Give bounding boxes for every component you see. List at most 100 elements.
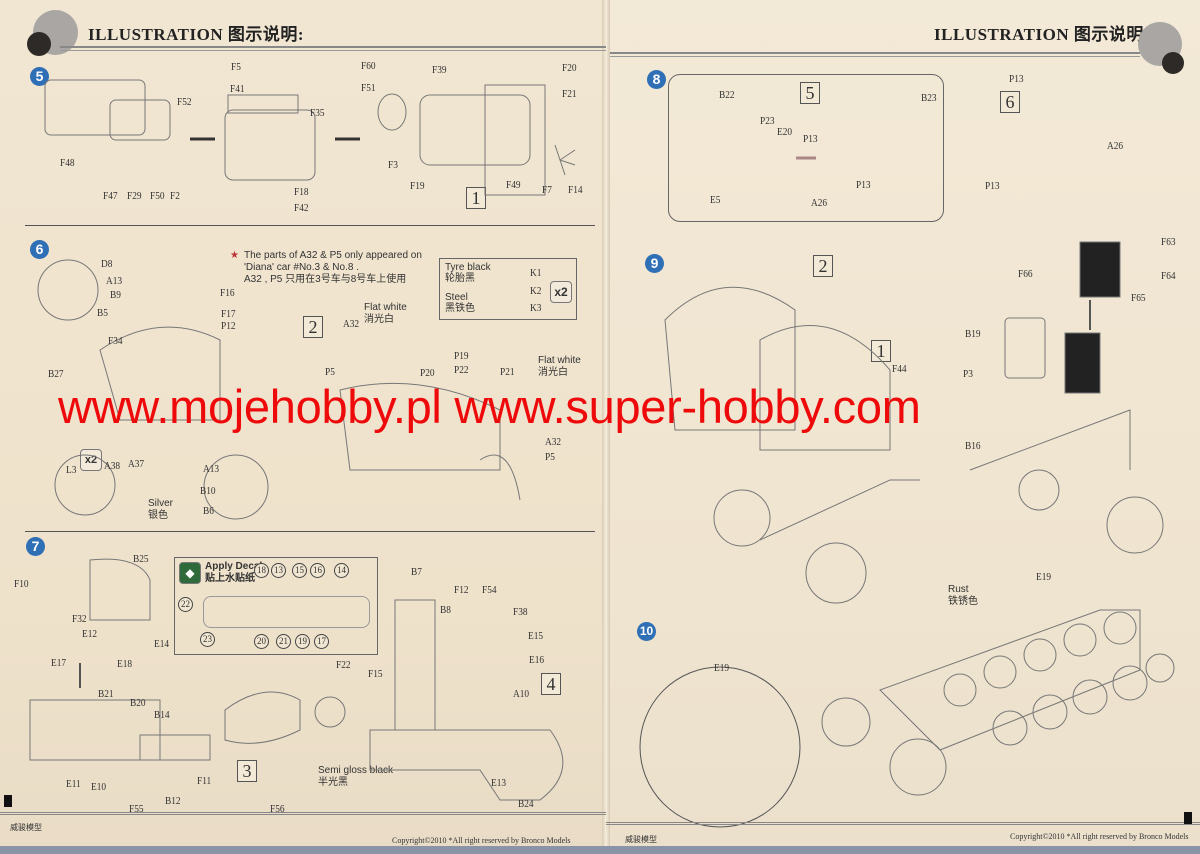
part-label: F54	[482, 584, 497, 596]
paint-tyre-black-cn: 轮胎黑	[445, 273, 475, 284]
note-line: A32 , P5 只用在3号车与8号车上使用	[244, 274, 407, 285]
paint-cn: 铁锈色	[948, 596, 978, 607]
part-label: K1	[530, 267, 542, 279]
paint-cn: 消光白	[538, 367, 568, 378]
paint-cn: 银色	[148, 510, 168, 521]
page-number-marker	[4, 795, 12, 807]
part-label: F38	[513, 606, 528, 618]
cab-drawing-step6	[37, 259, 521, 520]
paint-steel: Steel	[445, 292, 468, 303]
subassembly-5-frame	[668, 74, 944, 222]
part-label: P21	[500, 366, 515, 378]
part-label: F17	[221, 308, 236, 320]
subassembly-box-2-ref: 2	[813, 255, 833, 277]
decal-icon: ◆	[179, 562, 201, 584]
step-divider	[25, 531, 595, 532]
decal-number: 23	[200, 632, 215, 647]
part-label: P23	[760, 115, 775, 127]
part-label: F18	[294, 186, 309, 198]
part-label: F60	[361, 60, 376, 72]
paint-en: Silver	[148, 498, 174, 509]
step-arrows	[79, 156, 1091, 688]
subassembly-box-1: 1	[466, 187, 486, 209]
subassembly-box-4: 4	[541, 673, 561, 695]
step-divider	[25, 225, 595, 226]
part-label: B8	[440, 604, 451, 616]
cab-drawing-step7	[29, 558, 564, 801]
part-label: P13	[985, 180, 1000, 192]
decal-number: 19	[295, 634, 310, 649]
part-label: B12	[165, 795, 181, 807]
part-label: F50	[150, 190, 165, 202]
part-label: A32	[545, 436, 562, 448]
decal-number: 17	[314, 634, 329, 649]
part-label: E16	[529, 654, 545, 666]
table-surface	[0, 846, 1200, 854]
part-label: F16	[220, 287, 235, 299]
part-label: F63	[1161, 236, 1176, 248]
part-label: P5	[325, 366, 335, 378]
part-label: P12	[221, 320, 236, 332]
part-label: F22	[336, 659, 351, 671]
part-label: E10	[91, 781, 107, 793]
part-label: F11	[197, 775, 212, 787]
part-label: E19	[714, 662, 730, 674]
part-label: A13	[203, 463, 220, 475]
part-label: B16	[965, 440, 981, 452]
left-page	[0, 0, 606, 854]
part-label: E19	[1036, 571, 1052, 583]
halftrack-drawing-step10	[639, 609, 1175, 828]
part-label: F32	[72, 613, 87, 625]
header-title-left: ILLUSTRATION 图示说明:	[88, 25, 305, 44]
part-label: B22	[719, 89, 735, 101]
footer-copyright-right: Copyright©2010 *All right reserved by Br…	[1010, 832, 1189, 841]
multiplier-badge: x2	[550, 281, 572, 303]
part-label: B25	[133, 553, 149, 565]
watermark: www.mojehobby.pl www.super-hobby.com	[58, 380, 921, 433]
part-label: K3	[530, 302, 542, 314]
part-label: B5	[97, 307, 108, 319]
right-page	[606, 0, 1200, 854]
paint-steel-cn: 黑铁色	[445, 303, 475, 314]
part-label: F41	[230, 83, 245, 95]
decal-number: 13	[271, 563, 286, 578]
multiplier-badge: x2	[80, 449, 102, 471]
header-decoration-disk	[1162, 52, 1184, 74]
part-label: P13	[856, 179, 871, 191]
part-label: A26	[811, 197, 828, 209]
part-label: P3	[963, 368, 973, 380]
paint-cn: 消光白	[364, 314, 394, 325]
part-label: F42	[294, 202, 309, 214]
decal-box: ◆ Apply Decal 贴上水贴纸	[174, 557, 378, 655]
subassembly-box-6: 6	[1000, 91, 1020, 113]
part-label: A13	[106, 275, 123, 287]
footer-brand-right: 威骏模型	[625, 835, 657, 844]
header-rule	[60, 46, 606, 48]
step-number-6: 6	[30, 240, 49, 259]
part-label: F7	[542, 184, 552, 196]
paint-cn: 半光黑	[318, 777, 348, 788]
decal-number: 20	[254, 634, 269, 649]
paint-en: Flat white	[364, 302, 407, 313]
subassembly-box-5: 5	[800, 82, 820, 104]
note-line: The parts of A32 & P5 only appeared on	[244, 250, 422, 261]
part-label: F51	[361, 82, 376, 94]
part-label: F35	[310, 107, 325, 119]
part-label: B24	[518, 798, 534, 810]
part-label: P13	[1009, 73, 1024, 85]
part-label: F5	[231, 61, 241, 73]
part-label: E20	[777, 126, 793, 138]
engine-drawing-step5	[44, 79, 576, 196]
part-label: P20	[420, 367, 435, 379]
part-label: F15	[368, 668, 383, 680]
decal-number: 18	[254, 563, 269, 578]
part-label: B23	[921, 92, 937, 104]
header-rule	[610, 56, 1140, 57]
part-label: E14	[154, 638, 170, 650]
decal-number: 22	[178, 597, 193, 612]
paint-en: Flat white	[538, 355, 581, 366]
part-label: B21	[98, 688, 114, 700]
